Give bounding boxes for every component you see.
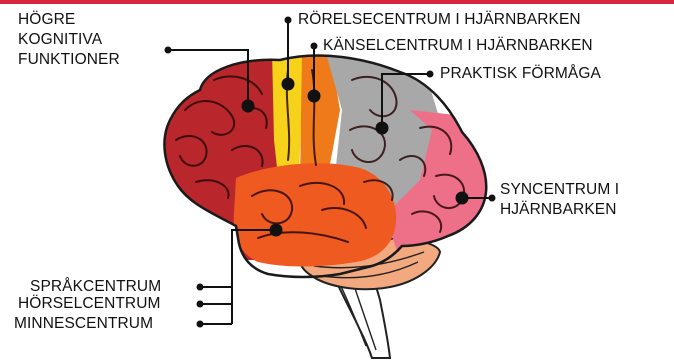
label-sensory-cortex: KÄNSELCENTRUM I HJÄRNBARKEN xyxy=(323,36,593,56)
label-line: HÖGRE xyxy=(18,10,120,30)
label-visual-cortex: SYNCENTRUM I HJÄRNBARKEN xyxy=(500,180,619,220)
dot-hearing-label xyxy=(197,301,204,308)
dot-practical-label xyxy=(427,71,434,78)
label-practical-ability: PRAKTISK FÖRMÅGA xyxy=(440,64,601,84)
dot-sensory-target xyxy=(308,90,321,103)
label-higher-cognitive-functions: HÖGRE KOGNITIVA FUNKTIONER xyxy=(18,10,120,70)
label-motor-cortex: RÖRELSECENTRUM I HJÄRNBARKEN xyxy=(298,10,581,30)
temporal-lobe xyxy=(234,163,397,266)
label-memory-center: MINNESCENTRUM xyxy=(14,314,153,334)
dot-sensory-label xyxy=(311,43,318,50)
label-line: SYNCENTRUM I xyxy=(500,180,619,200)
dot-memory-label xyxy=(197,321,204,328)
dot-language-label xyxy=(197,284,204,291)
dot-practical-target xyxy=(376,122,389,135)
dot-motor-label xyxy=(285,17,292,24)
label-line: HJÄRNBARKEN xyxy=(500,200,619,220)
label-hearing-center: HÖRSELCENTRUM xyxy=(18,294,161,314)
dot-motor-target xyxy=(282,78,295,91)
dot-temporal-target xyxy=(270,224,283,237)
dot-higher-cognitive-target xyxy=(242,100,255,113)
label-line: KOGNITIVA xyxy=(18,30,120,50)
dot-visual-target xyxy=(456,192,469,205)
dot-visual-label xyxy=(489,195,496,202)
dot-higher-cognitive-label xyxy=(165,47,172,54)
label-line: FUNKTIONER xyxy=(18,50,120,70)
